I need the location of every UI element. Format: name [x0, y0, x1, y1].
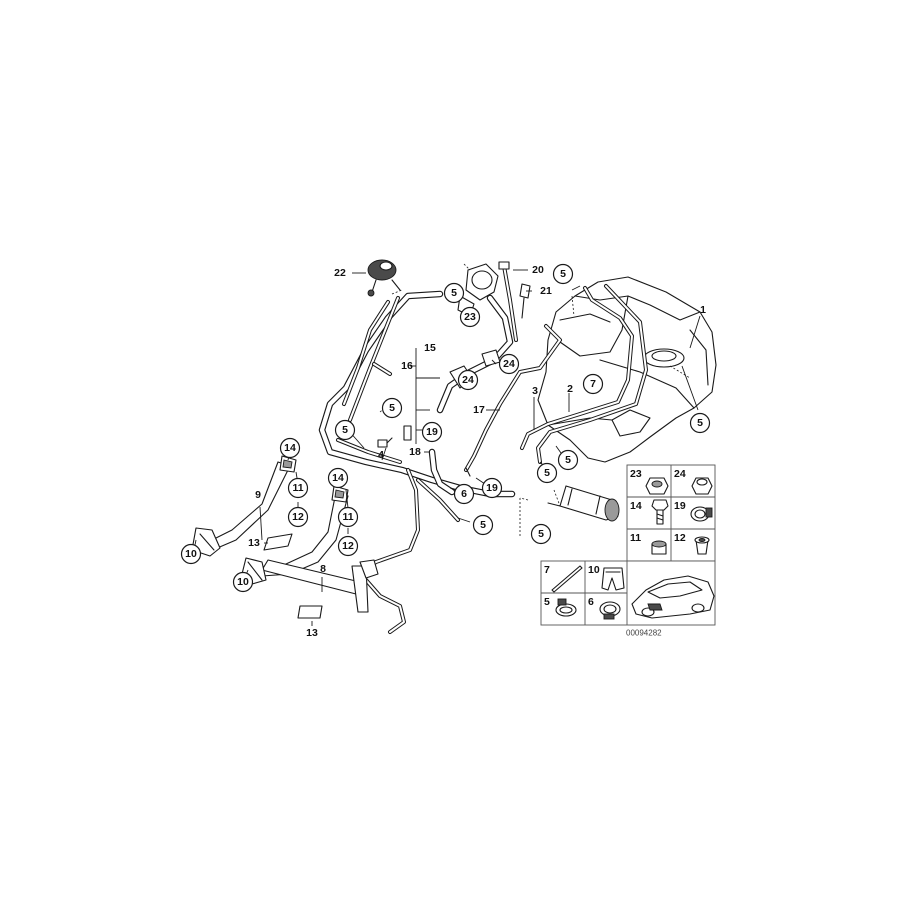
pads — [263, 533, 323, 619]
connectors — [377, 425, 471, 496]
legend-label-11: 11 — [630, 532, 641, 544]
callout-13a: 13 — [248, 537, 260, 549]
callout-5f: 5 — [565, 454, 571, 466]
nut-icon — [645, 477, 669, 495]
cap-nut-icon — [691, 477, 713, 495]
callout-22: 22 — [334, 267, 346, 279]
band-clamp-icon — [599, 601, 621, 620]
callout-3: 3 — [532, 385, 538, 397]
car-silhouette-icon — [631, 575, 715, 619]
callout-7: 7 — [590, 378, 596, 390]
tank-lines — [520, 284, 648, 464]
grommet-icon — [694, 536, 710, 555]
callout-11b: 11 — [342, 511, 353, 523]
callout-15: 15 — [424, 342, 436, 354]
callout-5c: 5 — [389, 402, 395, 414]
callout-24a: 24 — [462, 374, 474, 386]
small-parts-legend: 23 24 14 19 11 12 — [626, 464, 716, 562]
callout-24b: 24 — [503, 358, 515, 370]
legend-label-14: 14 — [630, 500, 642, 512]
legend-label-7: 7 — [544, 564, 550, 576]
callout-19b: 19 — [486, 482, 498, 494]
callout-4: 4 — [378, 449, 384, 461]
callout-20: 20 — [532, 264, 544, 276]
callout-1: 1 — [700, 304, 706, 316]
legend-label-24: 24 — [674, 468, 686, 480]
legend-label-23: 23 — [630, 468, 642, 480]
callout-10a: 10 — [185, 548, 197, 560]
callout-13b: 13 — [306, 627, 318, 639]
feed-lines — [318, 290, 562, 634]
legend-label-6: 6 — [588, 596, 594, 608]
bracket-8 — [241, 485, 379, 613]
callout-18: 18 — [409, 446, 421, 458]
callout-19a: 19 — [426, 426, 438, 438]
vent-valve — [367, 259, 401, 297]
callout-14a: 14 — [284, 442, 296, 454]
callout-11a: 11 — [292, 482, 303, 494]
callout-12b: 12 — [342, 540, 354, 552]
fuel-filter — [547, 485, 620, 522]
callout-21: 21 — [540, 285, 552, 297]
callout-2: 2 — [567, 383, 573, 395]
bracket-9 — [191, 455, 297, 557]
callout-5a: 5 — [560, 268, 566, 280]
legend-label-5: 5 — [544, 596, 550, 608]
hose-clamp-icon — [690, 506, 713, 522]
vent-pipe — [498, 261, 531, 342]
reference-number: 00094282 — [626, 629, 662, 638]
bolt-icon — [651, 499, 669, 525]
legend-label-19: 19 — [674, 500, 686, 512]
callout-17: 17 — [473, 404, 485, 416]
clamp-icon — [555, 598, 577, 617]
callout-16: 16 — [401, 360, 413, 372]
callout-8: 8 — [320, 563, 326, 575]
legend-label-12: 12 — [674, 532, 686, 544]
callout-5h: 5 — [480, 519, 486, 531]
callout-12a: 12 — [292, 511, 304, 523]
holder-icon — [601, 567, 625, 591]
callout-5e: 5 — [697, 417, 703, 429]
callouts-circled: 5 5 5 5 5 5 5 5 5 6 7 10 10 11 11 12 12 … — [180, 263, 711, 593]
callout-10b: 10 — [237, 576, 249, 588]
legend-label-10: 10 — [588, 564, 600, 576]
lower-parts-legend: 7 10 5 6 — [540, 560, 716, 626]
rubber-mount-icon — [651, 540, 667, 555]
callout-5b: 5 — [451, 287, 457, 299]
callouts-plain: 1 2 3 4 8 9 13 13 15 16 17 18 20 21 22 — [248, 264, 706, 639]
callout-6: 6 — [461, 488, 467, 500]
callout-5g: 5 — [544, 467, 550, 479]
callout-14b: 14 — [332, 472, 344, 484]
callout-23: 23 — [464, 311, 476, 323]
callout-5d: 5 — [342, 424, 348, 436]
callout-9: 9 — [255, 489, 261, 501]
cable-tie-icon — [551, 565, 583, 593]
callout-5i: 5 — [538, 528, 544, 540]
